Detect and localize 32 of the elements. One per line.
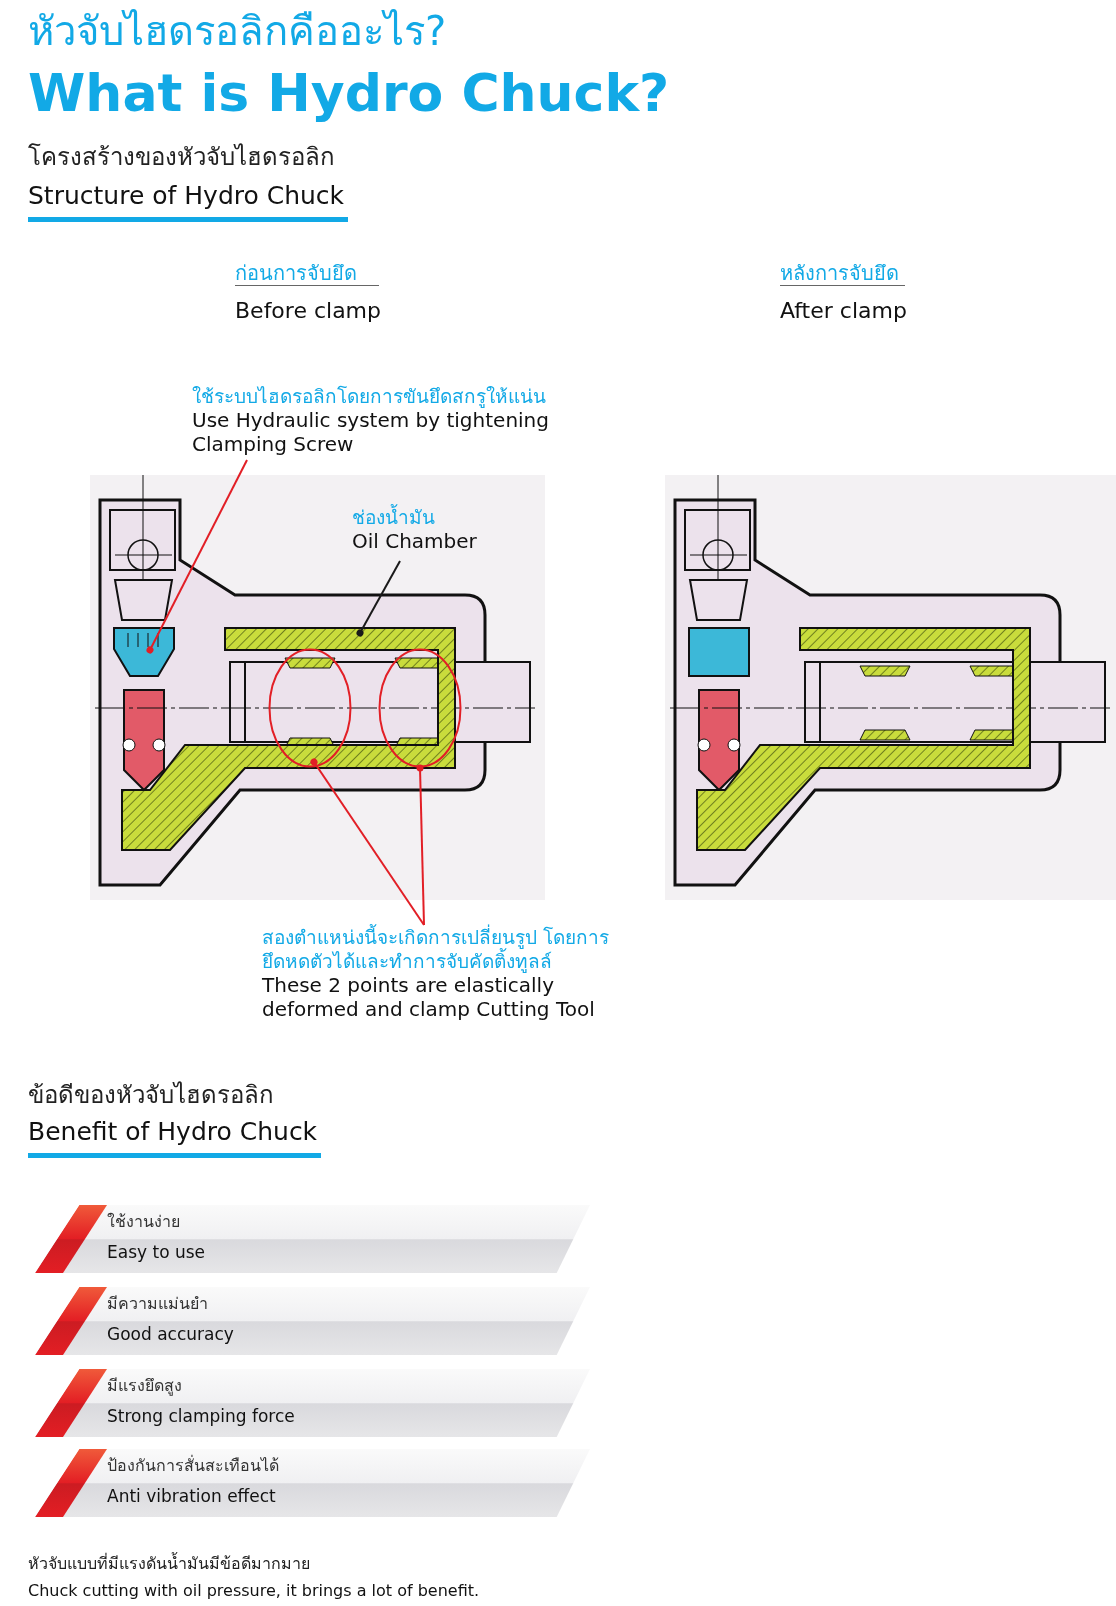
leader-line	[310, 758, 425, 926]
section-heading: Benefit of Hydro Chuck	[28, 1118, 322, 1158]
leader-line	[416, 764, 425, 926]
panel-heading: After clamp	[780, 298, 907, 324]
footer-note: Chuck cutting with oil pressure, it brings a lot of benefit.	[28, 1582, 480, 1601]
benefit-text: Strong clamping force	[107, 1407, 295, 1427]
benefit-text: มีแรงยึดสูง	[107, 1377, 182, 1396]
title: หัวจับไฮดรอลิกคืออะไร?	[28, 8, 447, 54]
callout-text: These 2 points are elastically deformed and clamp Cutting Tool	[262, 973, 596, 1021]
panel-heading: Before clamp	[235, 298, 381, 324]
benefit-text: ป้องกันการสั่นสะเทือนได้	[107, 1457, 279, 1476]
benefit-text: Easy to use	[107, 1243, 206, 1263]
benefit-text: Good accuracy	[107, 1325, 234, 1345]
callout-text: สองตำแหน่งนี้จะเกิดการเปลี่ยนรูป โดยการยึดหดตัวได้และทำการจับคัดติ้งทูลล์	[262, 925, 611, 973]
callout-text: ช่องน้ำมัน	[352, 505, 436, 529]
section-heading: ข้อดีของหัวจับไฮดรอลิก	[28, 1082, 274, 1110]
leader-line	[146, 459, 248, 654]
callout-text: Use Hydraulic system by tightening Clamping Screw	[192, 408, 550, 456]
panel-heading: ก่อนการจับยึด	[235, 262, 379, 286]
callout-text: ใช้ระบบไฮดรอลิกโดยการขันยึดสกรูให้แน่น	[192, 384, 547, 408]
deformation-circle	[268, 648, 352, 768]
benefit-text: มีความแม่นยำ	[107, 1295, 208, 1314]
oil-chamber-drawing	[120, 626, 458, 852]
section-heading: Structure of Hydro Chuck	[28, 182, 349, 222]
section-heading: โครงสร้างของหัวจับไฮดรอลิก	[28, 144, 335, 172]
leader-line	[356, 560, 401, 637]
panel-heading: หลังการจับยึด	[780, 262, 905, 286]
benefit-text: ใช้งานง่าย	[107, 1213, 180, 1232]
deformation-circle	[378, 648, 462, 768]
callout-text: Oil Chamber	[352, 529, 478, 553]
benefit-text: Anti vibration effect	[107, 1487, 276, 1507]
title-text: What is Hydro Chuck?	[28, 64, 670, 124]
